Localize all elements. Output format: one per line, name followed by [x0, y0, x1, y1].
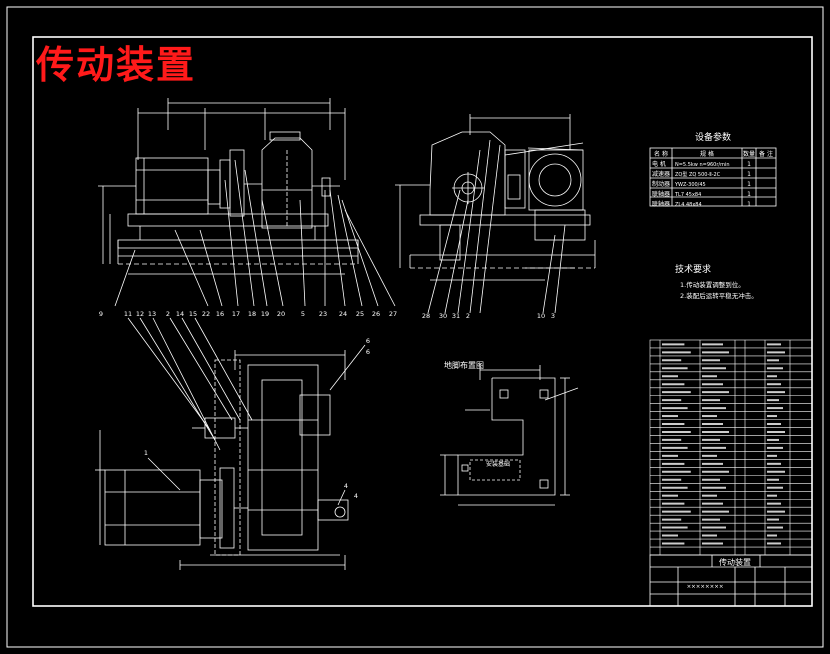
inner-border [32, 36, 813, 607]
param-name: 电 机 [652, 160, 666, 168]
part-number-label: 12 [136, 310, 144, 318]
param-spec: ZL4 48x84 [675, 202, 702, 208]
part-labels-elevation: 9 22 16 17 18 19 20 5 23 24 25 26 27 28 30 31 2 10 3 [99, 310, 555, 320]
tech-req-line-1: 1.传动装置调整到位。 [680, 280, 745, 289]
params-header-spec: 规 格 [700, 150, 714, 158]
foundation-layout [440, 365, 579, 506]
param-name: 减速器 [652, 170, 670, 178]
outer-border [6, 6, 824, 648]
part-number-label: 28 [422, 312, 430, 320]
technical-requirements: 技术要求 1.传动装置调整到位。 2.装配后运转平稳无冲击。 [675, 263, 758, 300]
param-name: 联轴器 [652, 190, 670, 198]
part-number-label: 11 [124, 310, 132, 318]
param-spec: ZQ型 ZQ 500-Ⅱ-2C [675, 171, 721, 178]
param-qty: 1 [747, 161, 751, 168]
part-number-label: 31 [452, 312, 460, 320]
part-number-label: 4 [354, 492, 358, 500]
title-block: 传动装置 ×××××××× [649, 554, 813, 607]
part-number-label: 17 [232, 310, 240, 318]
part-number-label: 19 [261, 310, 269, 318]
param-qty: 1 [747, 171, 751, 178]
params-rows: 电 机 N=5.5kw n=960r/min 1 减速器 ZQ型 ZQ 500-Ⅱ-2C… [652, 160, 751, 208]
equipment-params-table: 设备参数 名 称 规 格 数量 备 注 电 机 N=5.5kw n=960r/mi… [649, 131, 777, 208]
end-elevation-view [395, 114, 596, 314]
part-number-label: 6 [366, 348, 370, 356]
parts-list-table [649, 339, 813, 556]
param-spec: N=5.5kw n=960r/min [675, 162, 730, 168]
part-number-label: 26 [372, 310, 380, 318]
part-number-label: 24 [339, 310, 347, 318]
part-number-label: 4 [344, 482, 348, 490]
param-qty: 1 [747, 181, 751, 188]
tech-req-heading: 技术要求 [675, 263, 711, 275]
part-number-label: 30 [439, 312, 447, 320]
part-number-label: 23 [319, 310, 327, 318]
part-number-label: 3 [551, 312, 555, 320]
part-number-label: 2 [166, 310, 170, 318]
params-header-name: 名 称 [654, 150, 668, 158]
param-spec: TL7 45x84 [674, 192, 701, 198]
part-number-label: 6 [366, 337, 370, 345]
part-number-label: 20 [277, 310, 285, 318]
drawing-title: 传动装置 [36, 43, 197, 87]
part-number-label: 10 [537, 312, 545, 320]
part-number-label: 5 [301, 310, 305, 318]
side-elevation-view [98, 98, 396, 307]
part-number-label: 2 [466, 312, 470, 320]
params-header-note: 备 注 [759, 150, 773, 158]
params-header-qty: 数量 [743, 150, 755, 158]
foundation-label: 安装基础 [486, 460, 510, 468]
part-number-label: 22 [202, 310, 210, 318]
part-number-label: 1 [144, 449, 148, 457]
foundation-title: 地脚布置图 [444, 360, 484, 370]
part-number-label: 16 [216, 310, 224, 318]
tech-req-line-2: 2.装配后运转平稳无冲击。 [680, 291, 758, 300]
title-block-subtitle: ×××××××× [687, 584, 724, 590]
param-qty: 1 [747, 201, 751, 208]
part-number-label: 25 [356, 310, 364, 318]
param-name: 联轴器 [652, 200, 670, 208]
param-qty: 1 [747, 191, 751, 198]
part-number-label: 18 [248, 310, 256, 318]
part-number-label: 15 [189, 310, 197, 318]
part-number-label: 13 [148, 310, 156, 318]
title-block-name: 传动装置 [719, 557, 751, 567]
part-number-label: 14 [176, 310, 184, 318]
param-spec: YWZ-300/45 [674, 182, 706, 188]
params-heading: 设备参数 [695, 131, 731, 143]
plan-view [95, 317, 366, 570]
part-number-label: 9 [99, 310, 103, 318]
part-number-label: 27 [389, 310, 397, 318]
param-name: 制动器 [652, 180, 670, 188]
